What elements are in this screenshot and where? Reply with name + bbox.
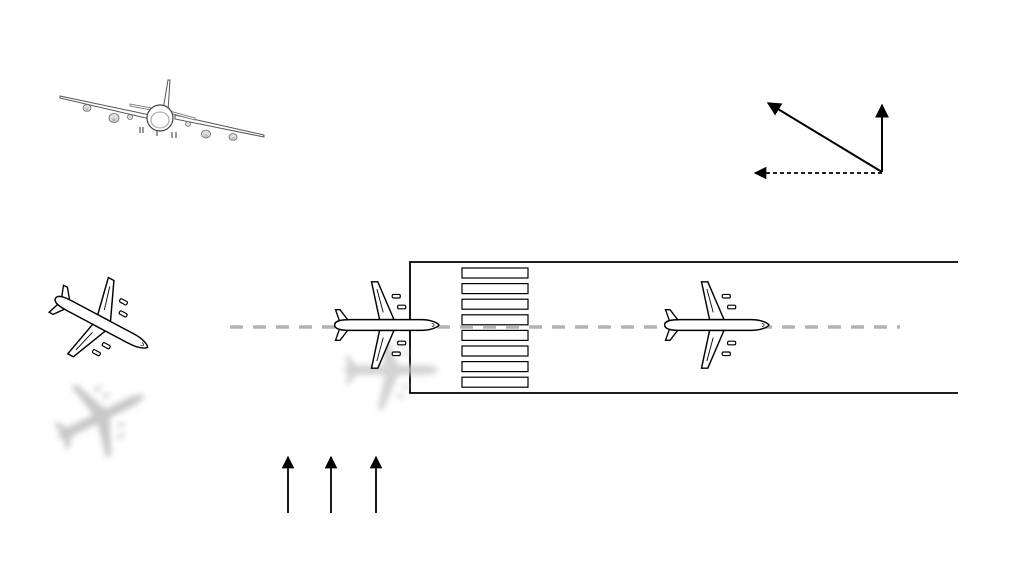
aircraft-threshold-shadow	[344, 330, 440, 410]
threshold-bar	[461, 298, 529, 310]
threshold-bar	[461, 345, 529, 357]
threshold-bar	[461, 376, 529, 388]
threshold-markings	[461, 267, 529, 388]
resultant-vector-arrow	[766, 102, 883, 173]
wind-arrows	[281, 455, 383, 513]
aircraft-on-runway-icon	[663, 281, 770, 369]
wind-vector-diagram	[753, 102, 889, 180]
threshold-bar	[461, 283, 529, 295]
runway	[409, 261, 958, 394]
aircraft-front-view-icon	[59, 79, 265, 141]
threshold-bar	[461, 329, 529, 341]
aircraft-crabbing-icon	[34, 259, 169, 387]
threshold-bar	[461, 361, 529, 373]
aircraft-crabbing-shadow	[41, 360, 162, 473]
threshold-bar	[461, 267, 529, 279]
threshold-bar	[461, 314, 529, 326]
